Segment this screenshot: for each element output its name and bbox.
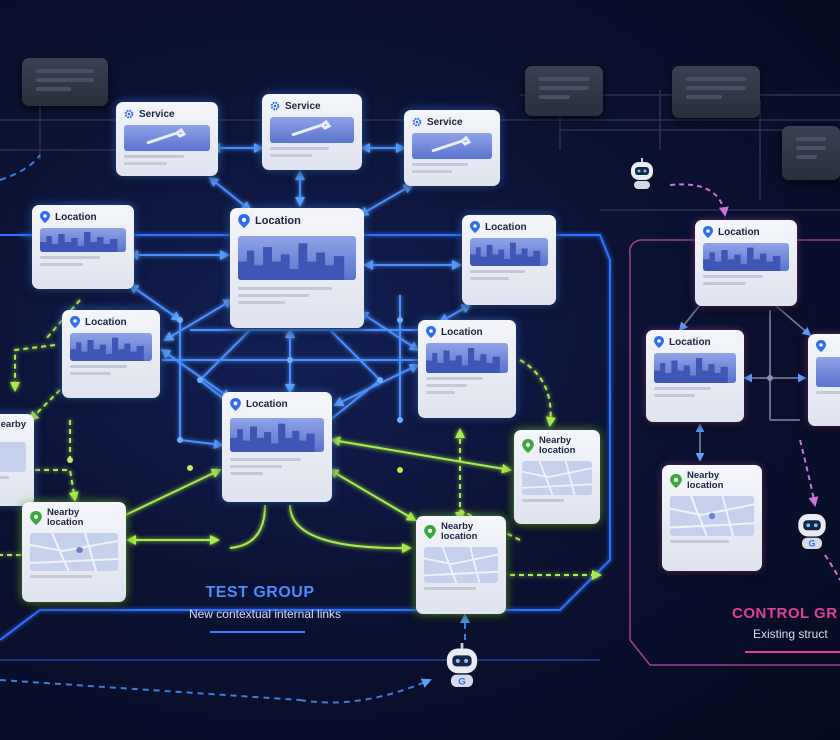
card-title-line1: Nearby <box>441 521 474 532</box>
test-group-outline <box>0 234 611 641</box>
wrench-icon <box>124 125 210 151</box>
control-group-subtitle: Existing struct <box>753 627 828 641</box>
card-title-line1: Nearby <box>687 470 720 481</box>
location-pin-icon <box>238 214 250 228</box>
card-title: Service <box>427 116 463 128</box>
location-page-card: Location <box>32 205 134 289</box>
card-title: Location <box>255 215 301 227</box>
card-title-line1: Nearby <box>47 507 80 518</box>
card-title: Location <box>669 336 711 348</box>
card-title: Location <box>718 226 760 238</box>
location-page-card-hub: Location <box>230 208 364 328</box>
location-pin-icon <box>426 326 436 338</box>
map-pin-icon <box>670 474 682 488</box>
control-group-title: CONTROL GR <box>732 605 838 622</box>
location-pin-icon <box>70 316 80 328</box>
wrench-icon <box>270 117 354 143</box>
map-pin-icon <box>30 511 42 525</box>
card-title: Nearby <box>0 419 26 430</box>
service-page-card: Service <box>262 94 362 170</box>
location-page-card: Location <box>418 320 516 418</box>
location-page-card: Location <box>222 392 332 502</box>
location-pin-icon <box>230 398 241 411</box>
background-page-card <box>672 66 760 118</box>
nearby-links <box>0 299 602 580</box>
location-pin-icon <box>816 340 826 352</box>
test-group-subtitle: New contextual internal links <box>188 607 342 621</box>
robot-badge: G <box>458 676 465 687</box>
control-location-card: Location <box>646 330 744 422</box>
gear-icon <box>270 101 280 111</box>
wrench-icon <box>412 133 492 159</box>
gear-icon <box>412 117 422 127</box>
service-page-card: Service <box>404 110 500 186</box>
location-pin-icon <box>40 211 50 223</box>
background-page-card <box>22 58 108 106</box>
map-pin-icon <box>522 439 534 453</box>
background-page-card <box>525 66 603 116</box>
robot-crawler-icon <box>631 158 653 189</box>
background-page-card <box>782 126 840 180</box>
control-location-card-partial <box>808 334 840 426</box>
card-title: Location <box>441 326 483 338</box>
robot-crawler-icon: G <box>798 514 826 549</box>
card-title-line2: location <box>441 531 478 542</box>
card-title: Service <box>285 100 321 112</box>
card-title-line1: Nearby <box>539 435 572 446</box>
card-title: Service <box>139 108 175 120</box>
card-title-line2: location <box>687 480 724 491</box>
location-page-card-partial: Nearby <box>0 414 34 506</box>
card-title: Location <box>85 316 127 328</box>
card-title-line2: location <box>539 445 576 456</box>
card-title-line2: location <box>47 517 84 528</box>
crawler-paths <box>0 154 470 704</box>
gear-icon <box>124 109 134 119</box>
card-title: Location <box>246 399 288 410</box>
control-links <box>678 304 812 462</box>
robot-crawler-icon: G <box>446 643 478 687</box>
control-crawler-paths <box>669 183 840 581</box>
test-group-title: TEST GROUP <box>205 584 315 601</box>
map-pin-icon <box>424 525 436 539</box>
location-pin-icon <box>654 336 664 348</box>
location-page-card: Location <box>62 310 160 398</box>
robot-badge: G <box>809 539 816 549</box>
card-title: Location <box>485 221 527 233</box>
location-page-card: Location <box>462 215 556 305</box>
test-link-nodes <box>177 317 403 443</box>
service-page-card: Service <box>116 102 218 176</box>
control-location-card: Location <box>695 220 797 306</box>
location-pin-icon <box>470 221 480 233</box>
location-pin-icon <box>703 226 713 238</box>
card-title: Location <box>55 211 97 223</box>
